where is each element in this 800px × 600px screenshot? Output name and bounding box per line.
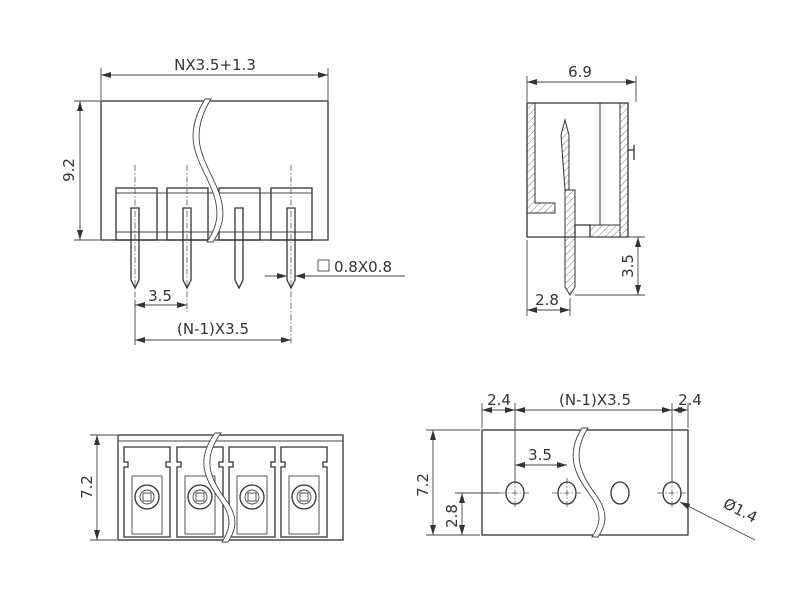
right-margin-dimension: 2.4 (678, 391, 702, 409)
height-dimension: 7.2 (78, 475, 96, 499)
terminal-cells (123, 446, 328, 538)
pins (130, 165, 296, 345)
height-dimension: 7.2 (414, 473, 432, 497)
width-dimension: NX3.5+1.3 (174, 56, 256, 74)
span-dimension: (N-1)X3.5 (559, 391, 631, 409)
pcb-layout-view: 2.4 (N-1)X3.5 2.4 3.5 7.2 2.8 Ø1.4 (414, 391, 760, 541)
side-view: 6.9 3.5 2.8 (526, 63, 645, 316)
pitch-dimension: 3.5 (528, 446, 552, 464)
pin-size-dimension: 0.8X0.8 (334, 258, 392, 276)
pin-length-dimension: 3.5 (619, 254, 637, 278)
height-dimension: 9.2 (60, 158, 78, 182)
holes (500, 478, 687, 508)
depth-dimension: 6.9 (568, 63, 592, 81)
span-dimension: (N-1)X3.5 (177, 320, 249, 338)
pitch-dimension: 3.5 (148, 287, 172, 305)
front-view: NX3.5+1.3 9.2 3.5 (N-1)X3.5 (60, 56, 405, 345)
top-view: 7.2 (78, 432, 344, 543)
hole-diameter-dimension: Ø1.4 (720, 494, 760, 526)
left-margin-dimension: 2.4 (487, 391, 511, 409)
pin-offset-dimension: 2.8 (535, 291, 559, 309)
hole-offset-dimension: 2.8 (443, 504, 461, 528)
pin-section (564, 189, 576, 296)
square-pin-icon (317, 259, 330, 272)
